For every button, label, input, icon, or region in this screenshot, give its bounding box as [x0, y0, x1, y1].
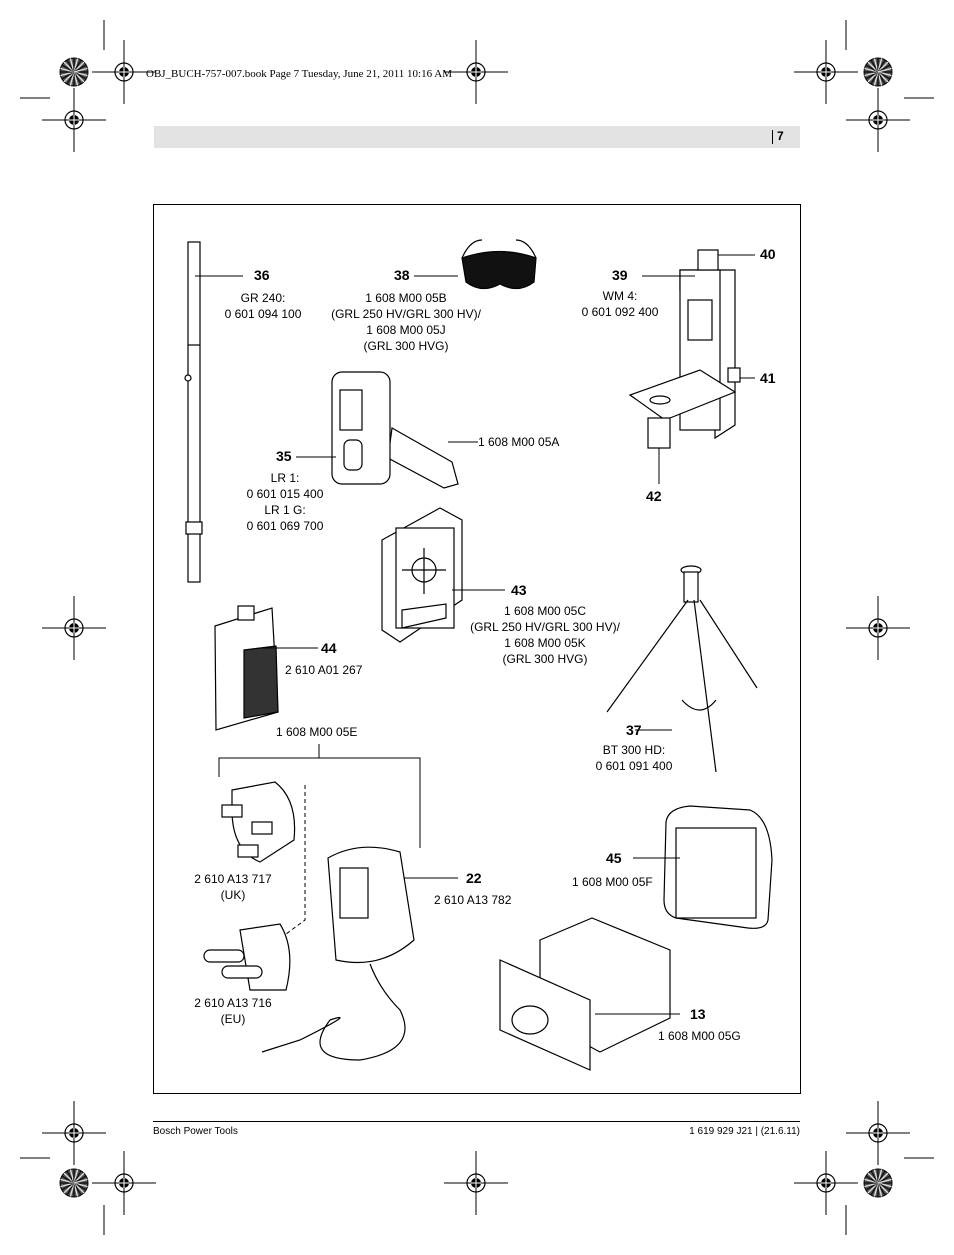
battery-illustration [499, 917, 680, 1071]
item-44-text: 2 610 A01 267 [285, 663, 363, 677]
item-22-number: 22 [466, 870, 482, 886]
item-41-number: 41 [760, 370, 776, 386]
item-22-text: 2 610 A13 782 [434, 893, 512, 907]
charger-illustration [218, 744, 458, 1061]
item-45-number: 45 [606, 850, 622, 866]
uk-plug-illustration [221, 781, 296, 863]
wall-mount-illustration [628, 249, 755, 484]
page-number: 7 [777, 129, 784, 143]
item-38-text: 1 608 M00 05B(GRL 250 HV/GRL 300 HV)/ 1 … [331, 291, 481, 353]
eu-plug-text: 2 610 A13 716(EU) [194, 996, 272, 1026]
header-divider [772, 130, 773, 144]
figure-frame [153, 204, 801, 1094]
rod-illustration [184, 241, 243, 583]
receiver-illustration [296, 371, 478, 489]
item-13-text: 1 608 M00 05G [658, 1029, 741, 1043]
item-37-number: 37 [626, 722, 642, 738]
header-band [154, 126, 800, 148]
item-38-number: 38 [394, 267, 410, 283]
clamp-part-number: 1 608 M00 05A [478, 435, 560, 449]
item-45-text: 1 608 M00 05F [572, 875, 653, 889]
tripod-illustration [606, 565, 758, 773]
item-35-number: 35 [276, 448, 292, 464]
target-plate-illustration [381, 507, 505, 643]
glasses-illustration [414, 239, 537, 290]
charger-set-part-number: 1 608 M00 05E [276, 725, 358, 739]
item-39-number: 39 [612, 267, 628, 283]
item-39-text: WM 4:0 601 092 400 [581, 289, 659, 319]
item-44-number: 44 [321, 640, 337, 656]
footer-rule [153, 1121, 800, 1122]
item-40-number: 40 [760, 246, 776, 262]
print-header: OBJ_BUCH-757-007.book Page 7 Tuesday, Ju… [146, 68, 452, 80]
uk-plug-text: 2 610 A13 717(UK) [194, 872, 272, 902]
item-36-text: GR 240:0 601 094 100 [224, 291, 302, 321]
footer-left: Bosch Power Tools [153, 1126, 238, 1137]
item-43-number: 43 [511, 582, 527, 598]
case-illustration [633, 805, 773, 929]
item-36-number: 36 [254, 267, 270, 283]
item-43-text: 1 608 M00 05C(GRL 250 HV/GRL 300 HV)/ 1 … [470, 604, 620, 666]
item-35-text: LR 1:0 601 015 400 LR 1 G:0 601 069 700 [246, 471, 324, 533]
footer-right: 1 619 929 J21 | (21.6.11) [689, 1126, 800, 1137]
item-42-number: 42 [646, 488, 662, 504]
card-illustration [214, 605, 318, 731]
item-37-text: BT 300 HD:0 601 091 400 [595, 743, 673, 773]
eu-plug-illustration [203, 923, 291, 991]
item-13-number: 13 [690, 1006, 706, 1022]
